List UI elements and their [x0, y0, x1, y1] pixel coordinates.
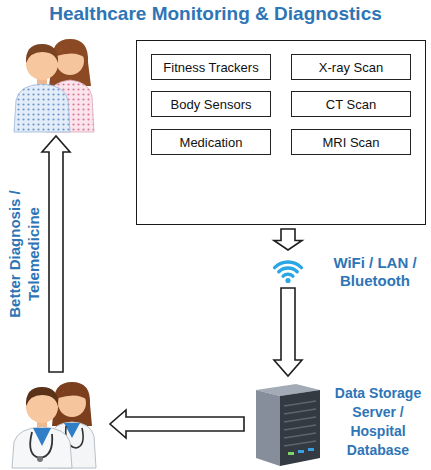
illustration-part — [288, 452, 294, 455]
illustration-part — [26, 387, 58, 406]
title-text: Healthcare Monitoring & Diagnostics — [49, 3, 382, 24]
patients-illustration — [6, 32, 106, 132]
source-box: MRI Scan — [291, 129, 411, 155]
illustration-part — [284, 409, 316, 414]
illustration-part — [275, 262, 302, 268]
box-label: X-ray Scan — [319, 60, 383, 75]
block-arrow — [274, 229, 302, 250]
illustration-part — [26, 44, 58, 63]
label-text: Data Storage Server / Hospital Database — [328, 384, 428, 460]
edge-label: Better Diagnosis / Telemedicine — [5, 174, 43, 334]
wifi-symbol — [270, 254, 306, 284]
node-label: WiFi / LAN / Bluetooth — [324, 254, 426, 290]
box-label: CT Scan — [326, 97, 376, 112]
source-box: CT Scan — [291, 91, 411, 117]
patients-node — [6, 32, 110, 136]
box-label: Body Sensors — [171, 97, 252, 112]
illustration-part — [279, 268, 297, 272]
doctors-node — [6, 376, 110, 468]
illustration-part — [284, 425, 316, 430]
illustration-part — [12, 427, 72, 468]
source-box: Medication — [151, 129, 271, 155]
illustration-part — [30, 432, 52, 458]
illustration-part — [37, 456, 43, 462]
block-arrow — [110, 410, 244, 438]
box-label: Medication — [180, 135, 243, 150]
source-box: X-ray Scan — [291, 54, 411, 80]
network-node: WiFi / LAN / Bluetooth — [262, 252, 428, 292]
server-node: Data Storage Server / Hospital Database — [240, 378, 430, 468]
illustration-part — [285, 278, 290, 283]
label-text: WiFi / LAN / Bluetooth — [324, 254, 426, 290]
illustration-part — [284, 441, 316, 446]
device-panel: Fitness Trackers X-ray ScanBody Sensors CT… — [136, 40, 426, 225]
illustration-part — [56, 46, 85, 58]
box-label: Fitness Trackers — [163, 60, 258, 75]
illustration-part — [284, 417, 316, 422]
illustration-part — [280, 390, 320, 466]
illustration-part — [58, 388, 87, 400]
illustration-part — [284, 401, 316, 446]
illustration-part — [283, 274, 293, 276]
node-label: Data Storage Server / Hospital Database — [328, 384, 428, 460]
server-illustration — [248, 380, 328, 468]
title-bar: Healthcare Monitoring & Diagnostics — [0, 2, 431, 26]
source-box: Body Sensors — [151, 91, 271, 117]
illustration-part — [308, 448, 314, 451]
source-box: Fitness Trackers — [151, 54, 271, 80]
illustration-part — [284, 433, 316, 438]
block-arrow — [42, 136, 70, 372]
illustration-part — [275, 262, 302, 276]
illustration-part — [33, 428, 51, 446]
illustration-part — [298, 450, 304, 453]
illustration-part — [14, 84, 70, 132]
doctors-illustration — [6, 376, 106, 468]
box-label: MRI Scan — [322, 135, 379, 150]
illustration-part — [256, 390, 280, 466]
block-arrow — [274, 288, 302, 376]
illustration-part — [284, 401, 316, 406]
